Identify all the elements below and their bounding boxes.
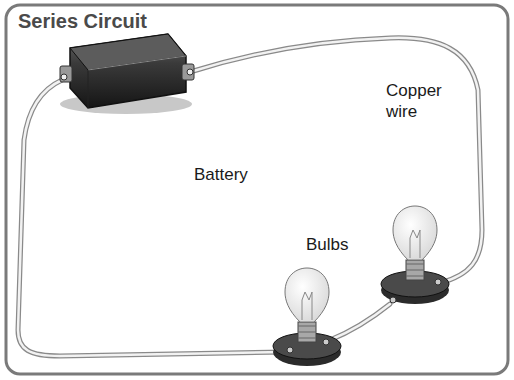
part-label: Battery	[194, 164, 248, 185]
part-label: Bulbs	[306, 234, 349, 255]
frame	[6, 5, 508, 374]
light-bulb	[381, 206, 449, 304]
copper-wire	[18, 38, 482, 356]
part-label: Copper wire	[386, 80, 458, 122]
battery	[60, 34, 194, 114]
light-bulb	[273, 268, 341, 366]
diagram-title: Series Circuit	[18, 10, 147, 33]
